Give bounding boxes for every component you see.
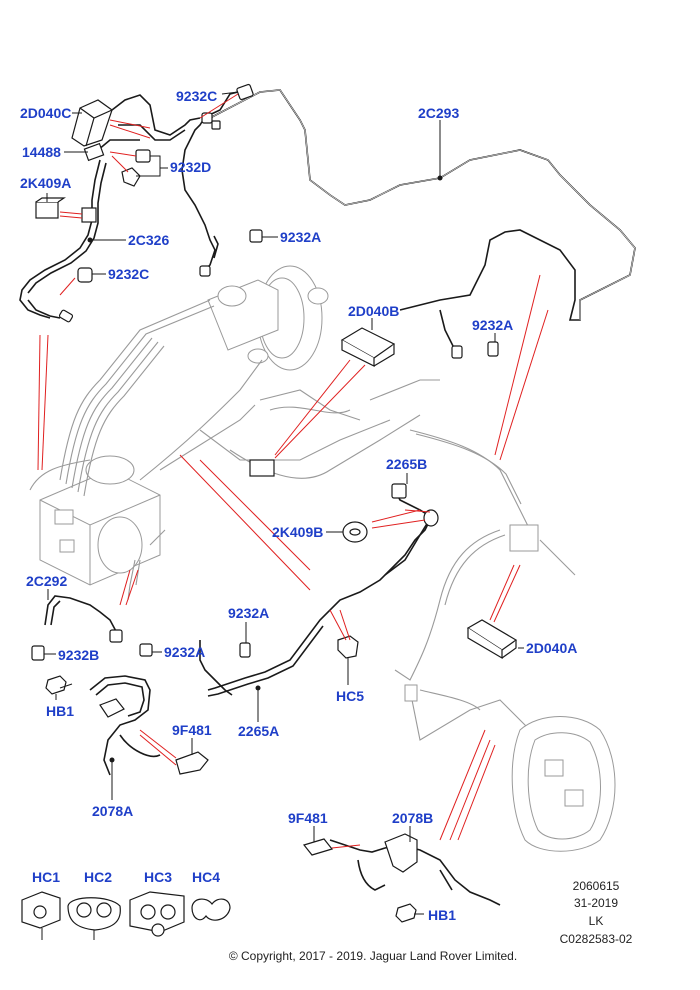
label-9232A-mid: 9232A bbox=[228, 605, 269, 621]
label-HB1-right: HB1 bbox=[428, 907, 456, 923]
label-2078B: 2078B bbox=[392, 810, 433, 826]
label-9232A-left: 9232A bbox=[164, 644, 205, 660]
label-2K409A: 2K409A bbox=[20, 175, 71, 191]
label-HB1-left: HB1 bbox=[46, 703, 74, 719]
clip-9F481-left bbox=[175, 751, 209, 775]
clip-9F481-right bbox=[302, 838, 334, 856]
black-leader-lines bbox=[44, 91, 524, 915]
bolt-HB1-left bbox=[45, 675, 67, 695]
reference-line-2: 31-2019 bbox=[574, 896, 618, 910]
red-leader-lines bbox=[37, 93, 549, 849]
reference-line-4: C0282583-02 bbox=[560, 932, 633, 946]
label-9F481-left: 9F481 bbox=[172, 722, 212, 738]
components bbox=[21, 83, 518, 940]
label-2C293: 2C293 bbox=[418, 105, 459, 121]
label-2078A: 2078A bbox=[92, 803, 133, 819]
label-9232C-mid: 9232C bbox=[108, 266, 149, 282]
label-HC2: HC2 bbox=[84, 869, 112, 885]
label-9232C-top: 9232C bbox=[176, 88, 217, 104]
clip-HC1-drawing bbox=[21, 891, 61, 940]
label-2265B: 2265B bbox=[386, 456, 427, 472]
label-9232B: 9232B bbox=[58, 647, 99, 663]
label-2D040B: 2D040B bbox=[348, 303, 399, 319]
label-2D040C: 2D040C bbox=[20, 105, 71, 121]
label-9F481-right: 9F481 bbox=[288, 810, 328, 826]
brake-pipes bbox=[19, 89, 636, 906]
label-HC3: HC3 bbox=[144, 869, 172, 885]
label-14488: 14488 bbox=[22, 144, 61, 160]
bracket-2K409A bbox=[35, 201, 59, 219]
label-2K409B: 2K409B bbox=[272, 524, 323, 540]
label-HC5: HC5 bbox=[336, 688, 364, 704]
label-2C292: 2C292 bbox=[26, 573, 67, 589]
copyright-notice: © Copyright, 2017 - 2019. Jaguar Land Ro… bbox=[229, 949, 517, 963]
label-9232A-right: 9232A bbox=[472, 317, 513, 333]
callout-labels: 2D040C 9232C 2C293 14488 9232D 2K409A 2C… bbox=[20, 88, 577, 923]
reference-line-1: 2060615 bbox=[573, 879, 620, 893]
clip-HC4-drawing bbox=[191, 898, 231, 921]
clip-HC2-drawing bbox=[67, 897, 121, 940]
label-2265A: 2265A bbox=[238, 723, 279, 739]
label-9232D: 9232D bbox=[170, 159, 211, 175]
clip-HC5 bbox=[337, 635, 359, 659]
label-HC1: HC1 bbox=[32, 869, 60, 885]
background-assembly bbox=[29, 265, 616, 852]
label-2D040A: 2D040A bbox=[526, 640, 577, 656]
bracket-2078B bbox=[384, 833, 418, 873]
label-HC4: HC4 bbox=[192, 869, 220, 885]
label-2C326: 2C326 bbox=[128, 232, 169, 248]
reference-block: 2060615 31-2019 LK C0282583-02 bbox=[560, 879, 633, 946]
reference-line-3: LK bbox=[589, 914, 604, 928]
clip-HC3-drawing bbox=[129, 891, 185, 937]
bolt-HB1-right bbox=[395, 903, 417, 923]
label-9232A-top: 9232A bbox=[280, 229, 321, 245]
